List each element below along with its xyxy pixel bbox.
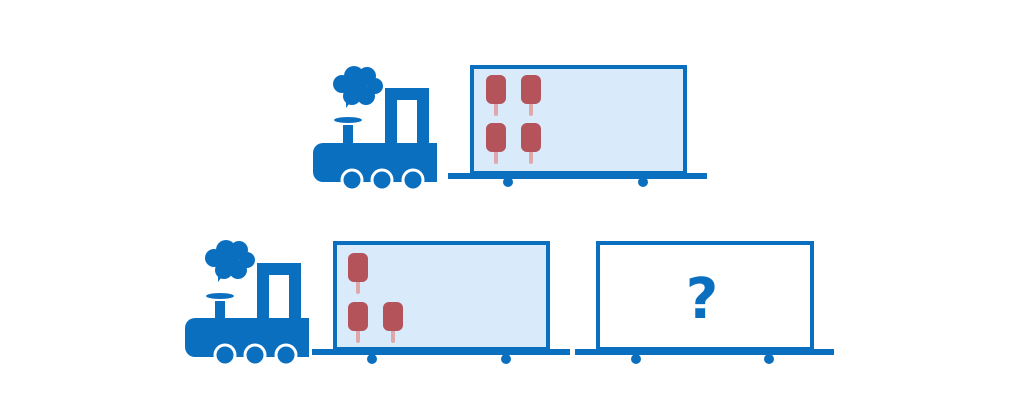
train-car-unknown: ?	[575, 241, 834, 364]
train-top	[313, 65, 707, 192]
locomotive-icon	[313, 66, 437, 192]
question-mark: ?	[686, 267, 718, 332]
train-car-loaded	[448, 65, 707, 187]
train-car-loaded	[312, 241, 570, 364]
popsicle-icon	[521, 75, 541, 116]
popsicle-icon	[348, 253, 368, 294]
popsicle-group	[486, 75, 541, 164]
popsicle-icon	[383, 302, 403, 343]
train-bottom: ?	[185, 240, 834, 367]
popsicle-icon	[521, 123, 541, 164]
popsicle-icon	[348, 302, 368, 343]
popsicle-icon	[486, 75, 506, 116]
popsicle-group	[348, 253, 403, 343]
locomotive-icon	[185, 240, 309, 367]
popsicle-icon	[486, 123, 506, 164]
